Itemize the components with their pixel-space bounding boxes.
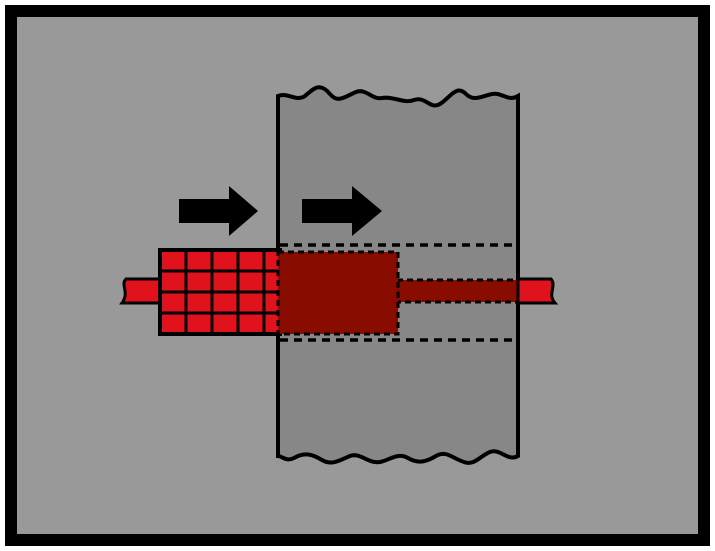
grid-sleeve bbox=[158, 248, 282, 336]
arrow-right-icon bbox=[302, 186, 382, 236]
sleeve-inside-wall bbox=[276, 250, 400, 336]
pipe-right-segment bbox=[516, 277, 559, 305]
pipe-inside-wall bbox=[395, 278, 520, 304]
pipe-left-segment bbox=[119, 277, 164, 305]
arrow-right-icon bbox=[179, 186, 258, 236]
dashed-bore-outline bbox=[280, 243, 512, 342]
grid-sleeve-lines bbox=[160, 250, 280, 334]
